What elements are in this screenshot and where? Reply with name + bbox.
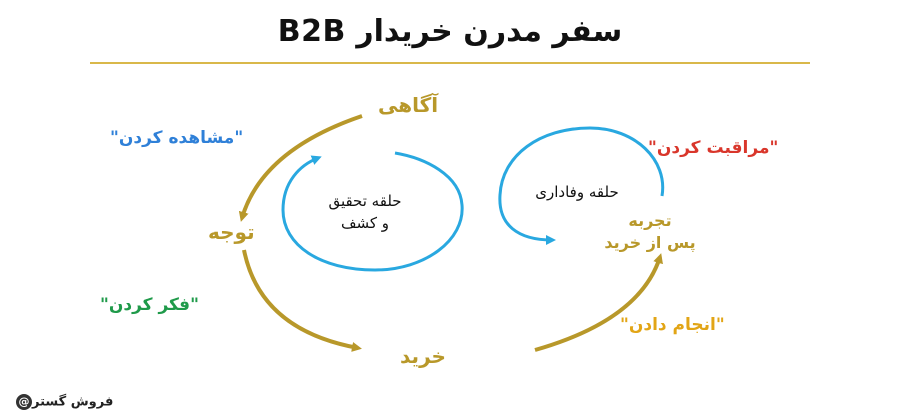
research-loop-arrow	[281, 151, 464, 272]
loyalty-loop-arrow	[498, 126, 665, 245]
stage-purchase-label: خرید	[400, 344, 446, 368]
title-divider	[90, 62, 810, 64]
phrase-care: "مراقبت کردن"	[648, 138, 779, 158]
phrase-observe: "مشاهده کردن"	[110, 128, 244, 148]
post-purchase-label: تجربه پس از خرید	[585, 210, 715, 254]
research-loop-label: حلقه تحقیق و کشف	[300, 190, 430, 234]
page-title: سفر مدرن خریدار B2B	[277, 14, 623, 49]
arrow-consideration-to-purchase	[242, 249, 362, 352]
research-loop-line-2: و کشف	[340, 214, 390, 232]
loyalty-loop-label: حلقه وفاداری	[535, 183, 619, 201]
watermark-text: فروش گستر	[32, 394, 114, 410]
arrow-awareness-to-consideration	[238, 114, 363, 222]
watermark-logo: فروش گستر@	[12, 394, 113, 410]
phrase-think: "فکر کردن"	[100, 295, 199, 315]
phrase-do: "انجام دادن"	[620, 315, 725, 335]
at-sign-icon: @	[16, 394, 32, 410]
research-loop-line-1: حلقه تحقیق	[328, 192, 402, 210]
arrow-purchase-to-post-purchase	[534, 253, 663, 352]
post-purchase-line-1: تجربه	[628, 211, 672, 230]
post-purchase-line-2: پس از خرید	[604, 233, 696, 252]
stage-consideration-label: توجه	[208, 220, 255, 244]
stage-awareness-label: آگاهی	[378, 93, 439, 117]
